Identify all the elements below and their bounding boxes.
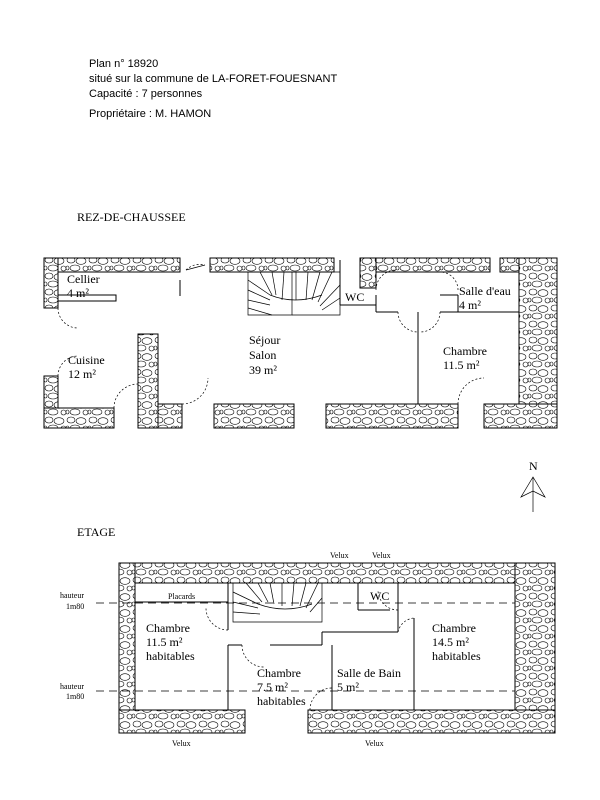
chambre-east-note: habitables <box>432 649 481 663</box>
ground-floor-stairs <box>247 271 341 316</box>
chambre-mid-note: habitables <box>257 694 306 708</box>
salle-eau-label: Salle d'eau <box>459 284 511 298</box>
sejour-label: Séjour <box>249 333 280 347</box>
cellier-label: Cellier <box>67 272 100 286</box>
salle-bain-label: Salle de Bain <box>337 666 401 680</box>
commune-text: situé sur la commune de LA-FORET-FOUESNA… <box>89 73 337 85</box>
cuisine-area: 12 m² <box>68 367 96 381</box>
chambre-west-label: Chambre <box>146 621 190 635</box>
height-value-1: 1m80 <box>66 602 84 611</box>
upper-floor-walls <box>118 562 556 734</box>
owner-text: Propriétaire : M. HAMON <box>89 108 211 120</box>
ground-floor-walls <box>43 257 558 429</box>
upper-floor-stairs <box>232 582 323 623</box>
cuisine-label: Cuisine <box>68 353 105 367</box>
ground-floor-title: REZ-DE-CHAUSSEE <box>77 210 186 224</box>
salon-label: Salon <box>249 348 276 362</box>
north-arrow-icon: N <box>520 459 546 512</box>
upper-floor-partitions <box>135 583 415 711</box>
capacity-text: Capacité : 7 personnes <box>89 88 203 100</box>
chambre-east-label: Chambre <box>432 621 476 635</box>
wc-upper-label: WC <box>370 589 389 603</box>
upper-floor-labels: Velux Velux Velux Velux hauteur 1m80 hau… <box>60 551 481 748</box>
ground-floor-labels: Cellier 4 m² Cuisine 12 m² Séjour Salon … <box>67 272 511 381</box>
chambre-ground-area: 11.5 m² <box>443 358 480 372</box>
chambre-mid-area: 7.5 m² <box>257 680 288 694</box>
velux-top-2: Velux <box>372 551 391 560</box>
upper-floor-title: ETAGE <box>77 525 115 539</box>
placards-label: Placards <box>168 592 195 601</box>
salle-eau-area: 4 m² <box>459 298 481 312</box>
salle-bain-area: 5 m² <box>337 680 359 694</box>
sejour-area: 39 m² <box>249 363 277 377</box>
plan-number: Plan n° 18920 <box>89 58 158 70</box>
height-value-2: 1m80 <box>66 692 84 701</box>
ground-floor-partitions <box>57 260 519 409</box>
hauteur-label-1: hauteur <box>60 591 84 600</box>
velux-top-1: Velux <box>330 551 349 560</box>
chambre-mid-label: Chambre <box>257 666 301 680</box>
cellier-area: 4 m² <box>67 286 89 300</box>
chambre-east-area: 14.5 m² <box>432 635 469 649</box>
north-label: N <box>529 459 538 473</box>
velux-bottom-1: Velux <box>172 739 191 748</box>
velux-bottom-2: Velux <box>365 739 384 748</box>
chambre-west-note: habitables <box>146 649 195 663</box>
roof-height-lines <box>96 602 515 692</box>
chambre-west-area: 11.5 m² <box>146 635 183 649</box>
chambre-ground-label: Chambre <box>443 344 487 358</box>
wc-ground-label: WC <box>345 290 364 304</box>
hauteur-label-2: hauteur <box>60 682 84 691</box>
